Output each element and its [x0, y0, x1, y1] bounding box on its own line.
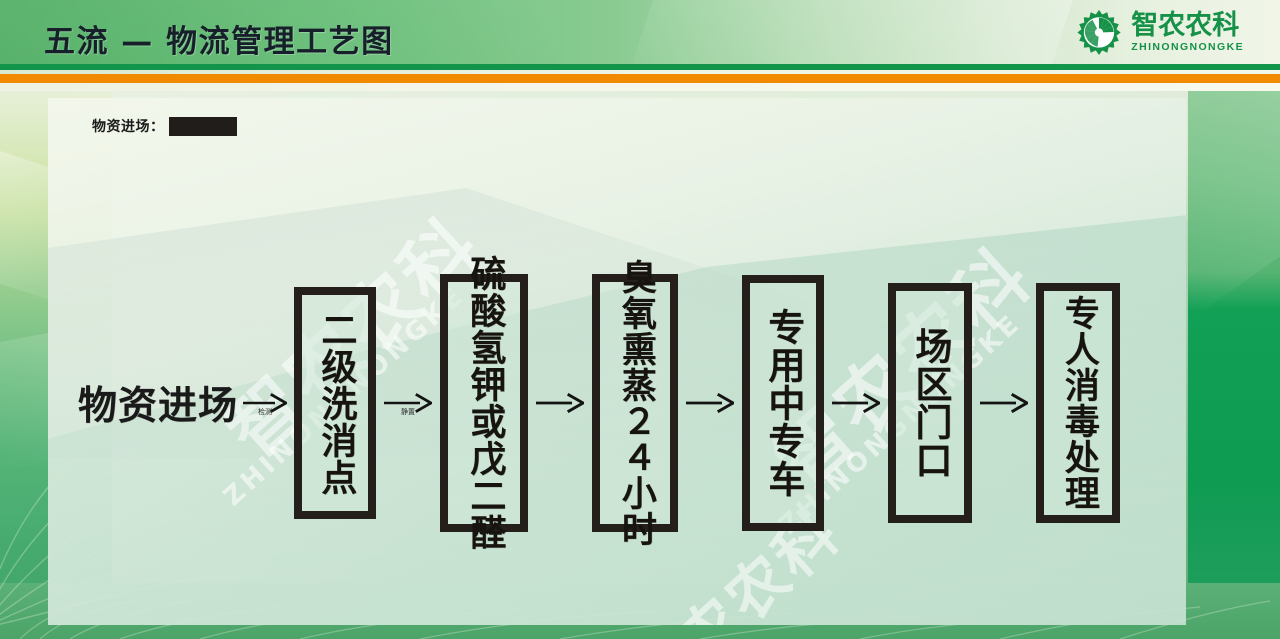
arrow-right-icon [536, 393, 585, 413]
brand-logo: 智农农科 ZHINONGNONGKE [1076, 8, 1244, 56]
gear-shell-logo-icon [1077, 9, 1121, 55]
caption-label: 物资进场： [92, 119, 165, 135]
logo-name-en: ZHINONGNONGKE [1131, 40, 1244, 53]
page-title: 五流 — 物流管理工艺图 [44, 24, 394, 60]
header-facet-right [620, 0, 1080, 64]
arrow-right-icon [686, 393, 735, 413]
header-bar: 五流 — 物流管理工艺图 [0, 0, 1280, 64]
flow-arrow-6 [974, 381, 1034, 425]
flow-node-3: 臭氧熏蒸２４小时 [592, 259, 679, 547]
logo-text: 智农农科 ZHINONGNONGKE [1131, 12, 1244, 53]
flow-arrow-1: 检测 [238, 381, 292, 425]
process-flow: 物资进场 检测 二级洗消点 静置 硫酸氢钾或戊二醛 [78, 255, 1168, 551]
flow-arrow-3 [530, 381, 590, 425]
content-panel: 智农农科 ZHINONGNONGKE 智农农科 ZHINONGNONGKE 智农… [48, 98, 1186, 625]
flow-node-4-label: 专用中专车 [761, 308, 805, 498]
flow-start-label: 物资进场 [78, 384, 239, 429]
flow-node-2-label: 硫酸氢钾或戊二醛 [464, 255, 506, 551]
flow-arrow-5 [826, 381, 886, 425]
logo-name-cn: 智农农科 [1131, 9, 1240, 41]
arrow-right-icon [832, 393, 881, 413]
flow-node-6: 专人消毒处理 [1036, 283, 1121, 523]
redaction-bar [168, 116, 237, 136]
divider-stripe-pale [0, 70, 1280, 74]
flow-arrow-2: 静置 [378, 381, 438, 425]
header-facet-left [0, 0, 560, 64]
flow-node-5-label: 场区门口 [908, 327, 952, 479]
flow-node-2: 硫酸氢钾或戊二醛 [440, 255, 529, 551]
flow-arrow-1-label: 检测 [258, 408, 273, 416]
arrow-right-icon [980, 393, 1029, 413]
divider-stripe-under [0, 83, 1280, 91]
flow-node-3-label: 臭氧熏蒸２４小时 [615, 259, 656, 547]
flow-arrow-2-label: 静置 [401, 408, 416, 416]
flow-node-5: 场区门口 [888, 283, 973, 523]
arrow-right-icon [384, 393, 433, 413]
divider-stripe-green [0, 64, 1280, 70]
flow-node-1: 二级洗消点 [294, 287, 377, 519]
flow-node-6-label: 专人消毒处理 [1058, 295, 1099, 511]
flow-node-4: 专用中专车 [742, 275, 825, 531]
background-right-band [1188, 91, 1280, 639]
flow-node-1-label: 二级洗消点 [315, 310, 357, 496]
divider-stripe-orange [0, 74, 1280, 83]
flow-arrow-4 [680, 381, 740, 425]
caption: 物资进场： [92, 116, 237, 136]
arrow-right-icon [243, 393, 288, 413]
